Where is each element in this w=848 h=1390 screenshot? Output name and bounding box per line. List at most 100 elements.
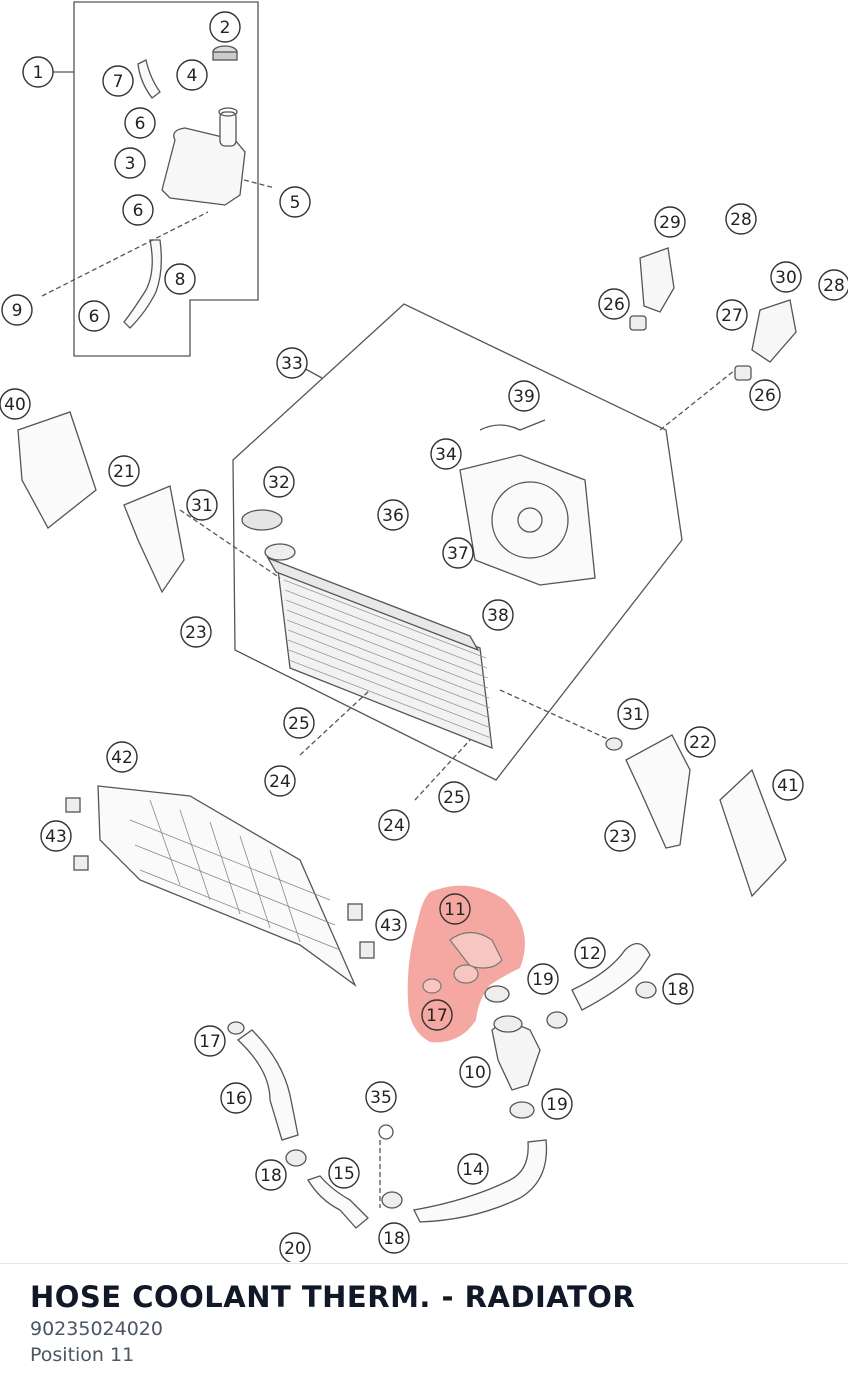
callout-9[interactable]: 9 bbox=[1, 294, 33, 326]
callout-circle bbox=[209, 11, 241, 43]
shroud-22 bbox=[625, 734, 691, 849]
callout-circle bbox=[106, 741, 138, 773]
callout-number: 19 bbox=[546, 1095, 568, 1115]
part-highlight bbox=[407, 885, 525, 1043]
callout-43[interactable]: 43 bbox=[375, 909, 407, 941]
callout-43[interactable]: 43 bbox=[40, 820, 72, 852]
callout-number: 24 bbox=[269, 772, 291, 792]
callout-circle bbox=[124, 107, 156, 139]
callout-42[interactable]: 42 bbox=[106, 741, 138, 773]
callout-28[interactable]: 28 bbox=[818, 269, 848, 301]
callout-number: 6 bbox=[135, 114, 146, 134]
callout-16[interactable]: 16 bbox=[220, 1082, 252, 1114]
callout-30[interactable]: 30 bbox=[770, 261, 802, 293]
callout-number: 1 bbox=[33, 63, 44, 83]
callout-21[interactable]: 21 bbox=[108, 455, 140, 487]
callout-circle bbox=[328, 1157, 360, 1189]
callout-6[interactable]: 6 bbox=[122, 194, 154, 226]
callout-25[interactable]: 25 bbox=[283, 707, 315, 739]
callout-circle bbox=[725, 203, 757, 235]
callout-37[interactable]: 37 bbox=[442, 537, 474, 569]
callout-20[interactable]: 20 bbox=[279, 1232, 311, 1262]
radiator-group-outline bbox=[232, 303, 683, 781]
callout-33[interactable]: 33 bbox=[276, 347, 308, 379]
clamp-17 bbox=[227, 1021, 245, 1035]
callout-28[interactable]: 28 bbox=[725, 203, 757, 235]
callout-number: 23 bbox=[609, 827, 631, 847]
callout-6[interactable]: 6 bbox=[124, 107, 156, 139]
callout-number: 35 bbox=[370, 1088, 392, 1108]
thermostat-10 bbox=[491, 1023, 541, 1091]
callout-circle bbox=[264, 765, 296, 797]
callout-6[interactable]: 6 bbox=[78, 300, 110, 332]
callout-18[interactable]: 18 bbox=[255, 1159, 287, 1191]
callout-number: 23 bbox=[185, 623, 207, 643]
callout-22[interactable]: 22 bbox=[684, 726, 716, 758]
callout-3[interactable]: 3 bbox=[114, 147, 146, 179]
callout-circle bbox=[122, 194, 154, 226]
clamp-19b bbox=[546, 1011, 568, 1029]
callout-circle bbox=[194, 1025, 226, 1057]
callout-35[interactable]: 35 bbox=[365, 1081, 397, 1113]
callout-32[interactable]: 32 bbox=[263, 466, 295, 498]
callout-18[interactable]: 18 bbox=[378, 1222, 410, 1254]
callout-15[interactable]: 15 bbox=[328, 1157, 360, 1189]
callout-circle bbox=[78, 300, 110, 332]
clamp-19a bbox=[484, 985, 510, 1003]
callout-24[interactable]: 24 bbox=[378, 809, 410, 841]
callout-31[interactable]: 31 bbox=[186, 489, 218, 521]
bracket-29 bbox=[639, 247, 675, 313]
callout-number: 7 bbox=[113, 72, 124, 92]
callout-circle bbox=[365, 1081, 397, 1113]
callout-34[interactable]: 34 bbox=[430, 438, 462, 470]
callout-number: 19 bbox=[532, 970, 554, 990]
callout-number: 10 bbox=[464, 1063, 486, 1083]
callout-26[interactable]: 26 bbox=[598, 288, 630, 320]
callout-18[interactable]: 18 bbox=[662, 973, 694, 1005]
callout-41[interactable]: 41 bbox=[772, 769, 804, 801]
callout-number: 27 bbox=[721, 306, 743, 326]
callout-circle bbox=[439, 893, 471, 925]
callout-1[interactable]: 1 bbox=[22, 56, 54, 88]
callout-7[interactable]: 7 bbox=[102, 65, 134, 97]
callout-40[interactable]: 40 bbox=[0, 388, 31, 420]
callout-38[interactable]: 38 bbox=[482, 599, 514, 631]
callout-circle bbox=[442, 537, 474, 569]
callout-36[interactable]: 36 bbox=[377, 499, 409, 531]
callout-27[interactable]: 27 bbox=[716, 299, 748, 331]
callout-circle bbox=[818, 269, 848, 301]
callout-31[interactable]: 31 bbox=[617, 698, 649, 730]
callout-23[interactable]: 23 bbox=[604, 820, 636, 852]
callout-17[interactable]: 17 bbox=[421, 999, 453, 1031]
callout-14[interactable]: 14 bbox=[457, 1153, 489, 1185]
callout-23[interactable]: 23 bbox=[180, 616, 212, 648]
callout-19[interactable]: 19 bbox=[527, 963, 559, 995]
callout-circle bbox=[749, 379, 781, 411]
callout-2[interactable]: 2 bbox=[209, 11, 241, 43]
callout-circle bbox=[220, 1082, 252, 1114]
callout-24[interactable]: 24 bbox=[264, 765, 296, 797]
callout-circle bbox=[770, 261, 802, 293]
callout-5[interactable]: 5 bbox=[279, 186, 311, 218]
callout-circle bbox=[114, 147, 146, 179]
callout-circle bbox=[279, 186, 311, 218]
callout-25[interactable]: 25 bbox=[438, 781, 470, 813]
callout-26[interactable]: 26 bbox=[749, 379, 781, 411]
callout-39[interactable]: 39 bbox=[508, 380, 540, 412]
callout-29[interactable]: 29 bbox=[654, 206, 686, 238]
callout-circle bbox=[598, 288, 630, 320]
callout-number: 25 bbox=[288, 714, 310, 734]
callout-4[interactable]: 4 bbox=[176, 59, 208, 91]
callout-12[interactable]: 12 bbox=[574, 937, 606, 969]
callout-19[interactable]: 19 bbox=[541, 1088, 573, 1120]
callout-number: 22 bbox=[689, 733, 711, 753]
callout-circle bbox=[279, 1232, 311, 1262]
callout-11[interactable]: 11 bbox=[439, 893, 471, 925]
radiator-filler-neck bbox=[264, 543, 296, 561]
callout-number: 34 bbox=[435, 445, 457, 465]
callout-circle bbox=[0, 388, 31, 420]
callout-8[interactable]: 8 bbox=[164, 263, 196, 295]
callout-circle bbox=[40, 820, 72, 852]
callout-10[interactable]: 10 bbox=[459, 1056, 491, 1088]
callout-17[interactable]: 17 bbox=[194, 1025, 226, 1057]
